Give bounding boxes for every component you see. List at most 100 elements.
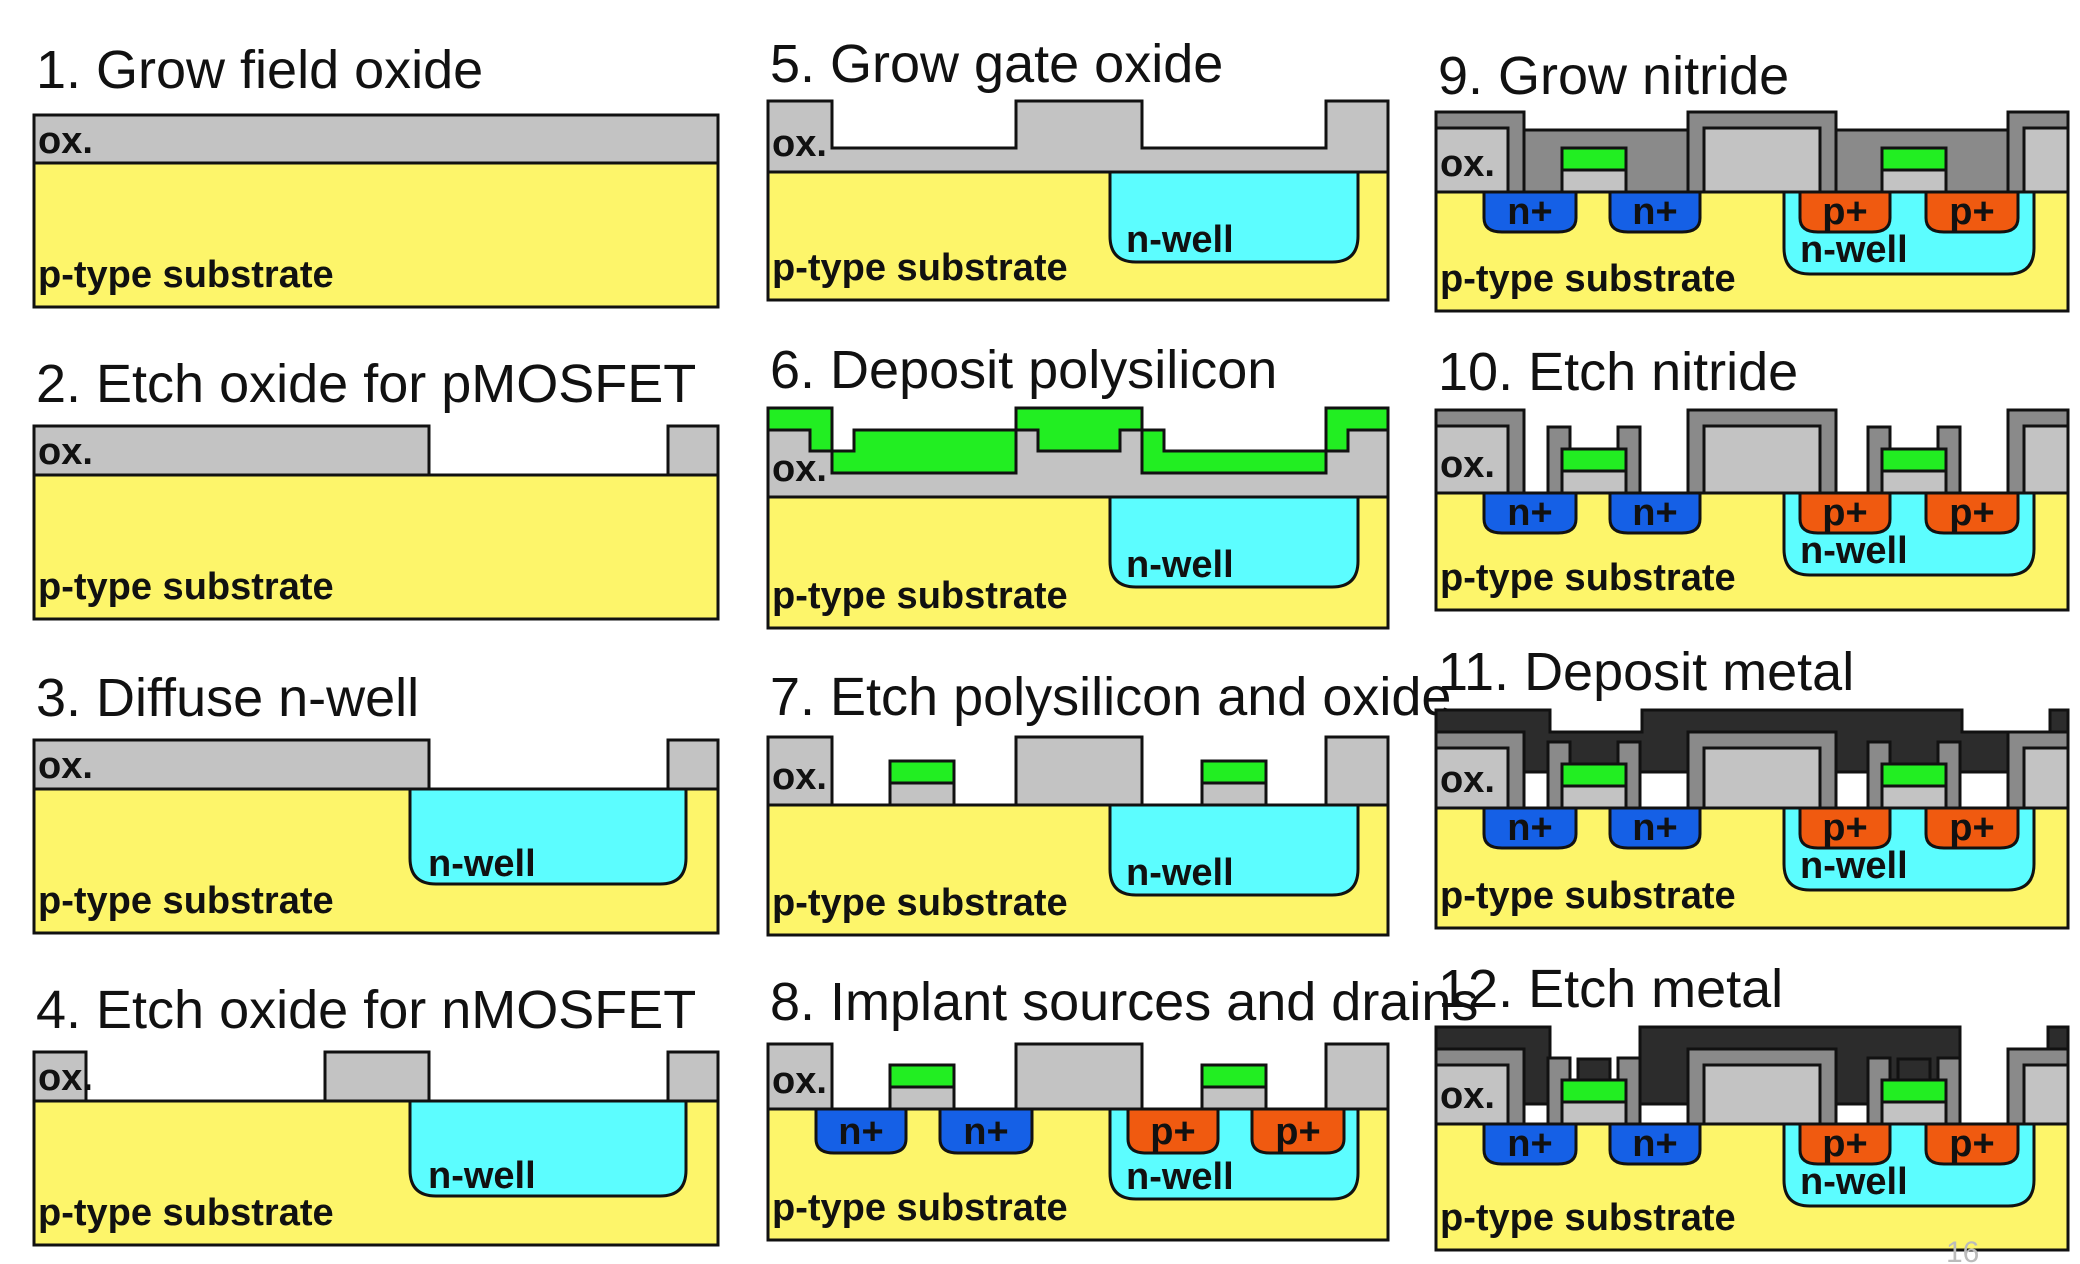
substrate-label: p-type substrate [772, 882, 1068, 924]
p-plus-label: p+ [1822, 807, 1867, 849]
field-oxide [1434, 1063, 1510, 1126]
n-well-label: n-well [1800, 845, 1908, 887]
step-title-12: 12. Etch metal [1438, 959, 1783, 1019]
p-plus-label: p+ [1949, 807, 1994, 849]
n-well-label: n-well [1800, 530, 1908, 572]
poly-gate [888, 1063, 956, 1089]
p-plus-label: p+ [1949, 1123, 1994, 1165]
p-plus-label: p+ [1150, 1111, 1195, 1153]
step-title-10: 10. Etch nitride [1438, 342, 1798, 402]
n-plus-region [1482, 806, 1578, 850]
n-plus-region [814, 1107, 908, 1155]
substrate-label: p-type substrate [1440, 1197, 1736, 1239]
poly-gate [1560, 762, 1628, 788]
p-type-substrate [32, 161, 720, 309]
field-oxide [1434, 746, 1510, 810]
p-plus-region [1126, 1107, 1220, 1155]
poly-gate [1880, 447, 1948, 473]
n-plus-region [1608, 806, 1702, 850]
n-plus-label: n+ [838, 1111, 883, 1153]
p-plus-region [1798, 806, 1892, 850]
poly-gate [1200, 1063, 1268, 1089]
n-plus-region [1482, 190, 1578, 234]
field-oxide [1434, 126, 1510, 194]
p-plus-label: p+ [1822, 1123, 1867, 1165]
oxide-label: ox. [38, 1057, 93, 1099]
field-oxide [32, 113, 720, 165]
substrate-label: p-type substrate [1440, 875, 1736, 917]
p-plus-label: p+ [1949, 492, 1994, 534]
field-oxide [1702, 424, 1822, 495]
substrate-label: p-type substrate [1440, 258, 1736, 300]
poly-gate [1560, 146, 1628, 172]
step-title-5: 5. Grow gate oxide [770, 34, 1223, 94]
gate-oxide [1880, 168, 1948, 194]
p-plus-region [1924, 806, 2020, 850]
n-well-label: n-well [1126, 219, 1234, 261]
oxide-label: ox. [772, 123, 827, 165]
poly-gate [888, 759, 956, 785]
n-plus-label: n+ [1632, 807, 1677, 849]
p-plus-label: p+ [1822, 492, 1867, 534]
substrate-label: p-type substrate [38, 254, 334, 296]
oxide-label: ox. [1440, 143, 1495, 185]
panel-step-4: p-type substrate n-well ox. [32, 1050, 720, 1247]
p-plus-region [1924, 190, 2020, 234]
field-oxide [1702, 746, 1822, 810]
step-title-11: 11. Deposit metal [1438, 642, 1854, 702]
oxide-label: ox. [38, 120, 93, 162]
polysilicon-layer [766, 406, 1390, 475]
field-oxide [1434, 424, 1510, 495]
field-oxide [666, 738, 720, 791]
n-well-label: n-well [428, 843, 536, 885]
n-plus-region [1608, 491, 1702, 535]
n-well-label: n-well [1800, 229, 1908, 271]
poly-gate [1560, 1078, 1628, 1104]
gate-oxide [1560, 469, 1628, 495]
n-plus-label: n+ [1632, 1123, 1677, 1165]
field-oxide [2022, 1063, 2070, 1126]
field-oxide [1014, 735, 1144, 807]
field-oxide [323, 1050, 431, 1103]
n-plus-region [1482, 491, 1578, 535]
p-plus-region [1924, 491, 2020, 535]
field-oxide [1324, 1042, 1390, 1111]
field-oxide [2022, 126, 2070, 194]
n-plus-region [1608, 190, 1702, 234]
step-title-9: 9. Grow nitride [1438, 46, 1789, 106]
n-plus-region [1482, 1122, 1578, 1166]
field-oxide [1014, 1042, 1144, 1111]
poly-gate [1200, 759, 1268, 785]
panel-step-1: p-type substrate ox. [32, 113, 720, 309]
n-well-region [1108, 495, 1360, 589]
substrate-label: p-type substrate [772, 1187, 1068, 1229]
n-well-label: n-well [1800, 1161, 1908, 1203]
n-well-label: n-well [428, 1155, 536, 1197]
n-well-label: n-well [1126, 1156, 1234, 1198]
gate-oxide [1880, 784, 1948, 810]
step-title-4: 4. Etch oxide for nMOSFET [36, 980, 696, 1040]
n-plus-region [938, 1107, 1034, 1155]
gate-oxide [888, 1085, 956, 1111]
field-oxide [2022, 746, 2070, 810]
n-plus-label: n+ [1507, 807, 1552, 849]
step-title-1: 1. Grow field oxide [36, 40, 483, 100]
gate-oxide [1560, 168, 1628, 194]
field-oxide [766, 1042, 834, 1111]
field-oxide [32, 424, 431, 477]
substrate-label: p-type substrate [772, 575, 1068, 617]
oxide-label: ox. [1440, 1075, 1495, 1117]
n-plus-label: n+ [1507, 191, 1552, 233]
substrate-label: p-type substrate [38, 1192, 334, 1234]
oxide-label: ox. [1440, 759, 1495, 801]
n-plus-region [1608, 1122, 1702, 1166]
field-oxide [666, 424, 720, 477]
n-plus-label: n+ [1507, 492, 1552, 534]
gate-oxide [1560, 1100, 1628, 1126]
